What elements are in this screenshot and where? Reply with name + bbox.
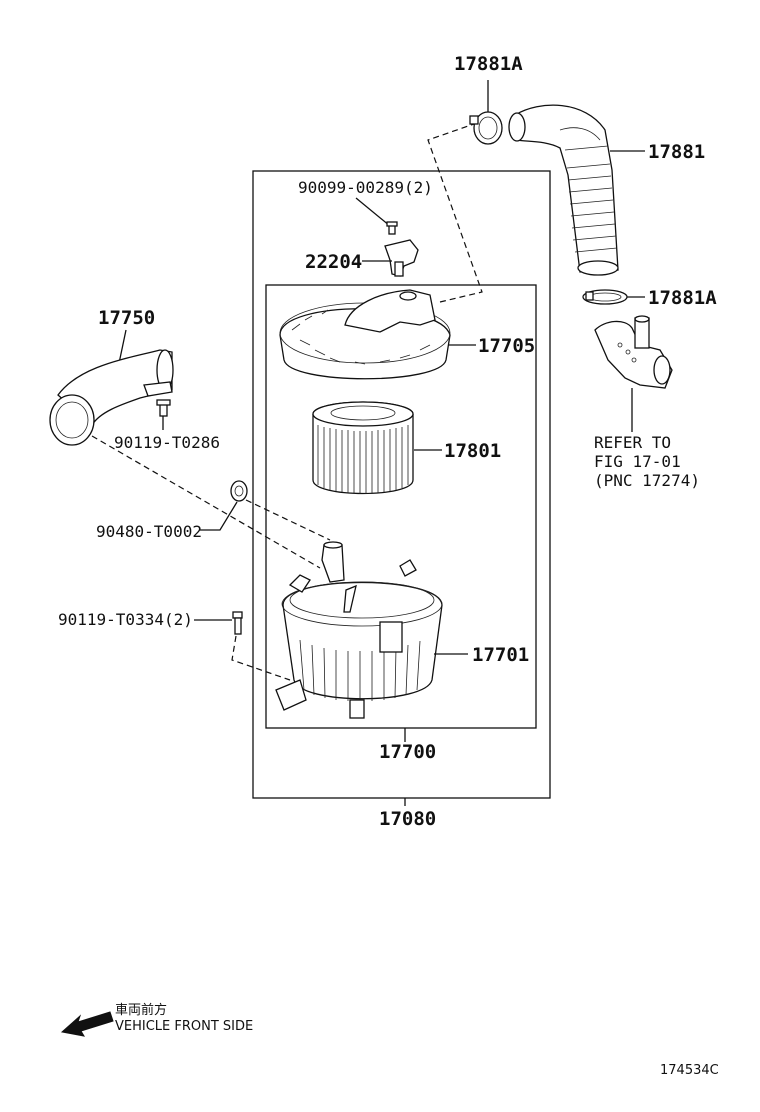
figure-id: 174534C	[660, 1063, 719, 1078]
direction-jp: 車両前方	[115, 1002, 167, 1018]
cleaner-cover	[279, 289, 451, 380]
front-arrow-icon	[60, 1011, 114, 1037]
label-cleaner-assy-outer: 17080	[379, 808, 436, 830]
airflow-sensor	[384, 239, 419, 277]
label-bolt-duct: 90119-T0286	[114, 433, 220, 452]
label-clamp-upper: 17881A	[454, 53, 523, 75]
label-case: 17701	[472, 644, 529, 666]
upper-clamp	[469, 111, 503, 145]
refer-line-3: (PNC 17274)	[594, 471, 700, 490]
inlet-duct	[49, 349, 174, 446]
direction-en: VEHICLE FRONT SIDE	[115, 1019, 253, 1034]
duct-bolt	[156, 399, 171, 417]
label-intake-hose: 17881	[648, 141, 705, 163]
filter-element	[312, 401, 414, 495]
sensor-bolt	[386, 221, 398, 235]
inner-assembly-box	[265, 284, 537, 729]
label-grommet: 90480-T0002	[96, 522, 202, 541]
label-cleaner-assy: 17700	[379, 741, 436, 763]
refer-line-1: REFER TO	[594, 433, 671, 452]
label-inlet-duct: 17750	[98, 307, 155, 329]
label-clamp-lower: 17881A	[648, 287, 717, 309]
label-bolt-case: 90119-T0334(2)	[58, 610, 193, 629]
grommet	[230, 480, 248, 502]
label-sensor: 22204	[305, 251, 362, 273]
elbow-duct	[594, 315, 673, 389]
lower-clamp	[582, 289, 628, 305]
label-element: 17801	[444, 440, 501, 462]
label-bolt-sensor: 90099-00289(2)	[298, 178, 433, 197]
refer-line-2: FIG 17-01	[594, 452, 681, 471]
case-bolt	[232, 611, 243, 635]
label-cover: 17705	[478, 335, 535, 357]
intake-hose	[508, 104, 619, 276]
outer-assembly-box	[252, 170, 551, 799]
cleaner-case	[275, 541, 443, 719]
